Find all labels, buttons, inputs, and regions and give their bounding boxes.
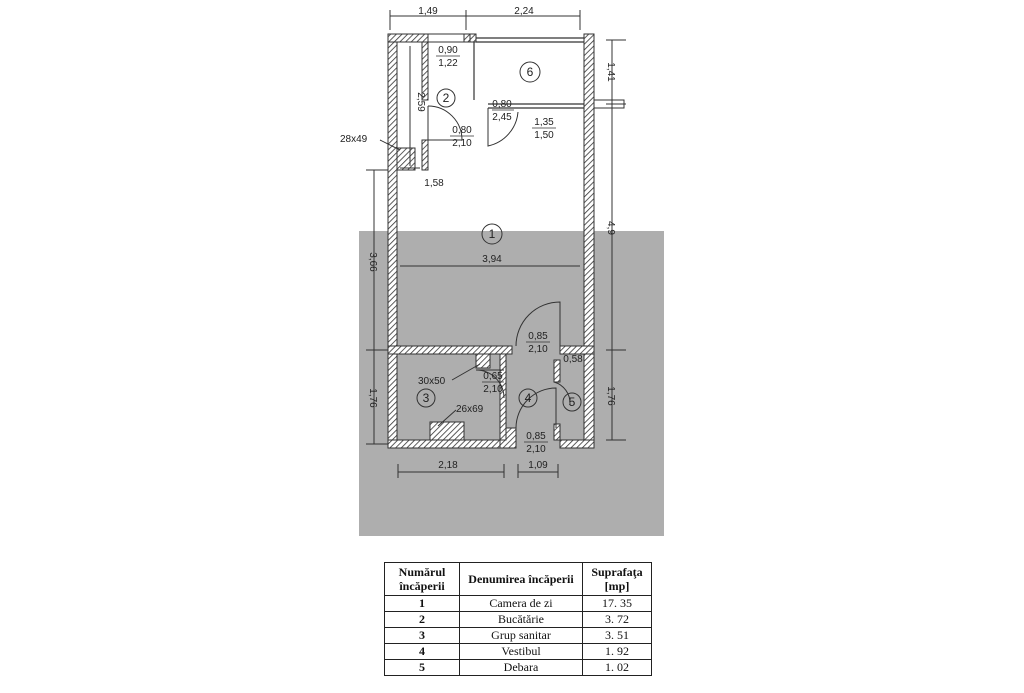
window-top-height: 1,22 bbox=[438, 58, 458, 69]
dimension-lines bbox=[366, 10, 626, 478]
room-number-cell: 1 bbox=[384, 595, 460, 612]
room-2-label: 2 bbox=[443, 91, 450, 105]
vent-bath2-label: 26x69 bbox=[456, 404, 484, 415]
table-row: 4 Vestibul 1. 92 bbox=[384, 643, 652, 660]
dim-side-block: 0,58 bbox=[563, 354, 583, 365]
balcony-outline bbox=[473, 37, 584, 109]
door-bath-height: 2,10 bbox=[483, 384, 503, 395]
room-area-cell: 3. 72 bbox=[582, 611, 652, 628]
dim-room2-height: 2,59 bbox=[415, 92, 426, 112]
room-area-cell: 3. 51 bbox=[582, 627, 652, 644]
door-room6-width: 0,80 bbox=[492, 99, 512, 110]
room-name-cell: Camera de zi bbox=[459, 595, 583, 612]
vent-left-label: 28x49 bbox=[340, 134, 368, 145]
doors bbox=[427, 105, 571, 429]
dim-right-top: 1,41 bbox=[605, 62, 616, 82]
room-2-marker bbox=[436, 88, 456, 108]
room-5-marker bbox=[562, 392, 582, 412]
table-row: 3 Grup sanitar 3. 51 bbox=[384, 627, 652, 644]
room-name-cell: Bucătărie bbox=[459, 611, 583, 628]
room-1-label: 1 bbox=[489, 227, 496, 241]
dim-left-main: 3,66 bbox=[367, 252, 378, 272]
rooms-table-header: Numărul încăperii Denumirea încăperii Su… bbox=[384, 562, 652, 596]
room-6-label: 6 bbox=[527, 65, 534, 79]
room-5-label: 5 bbox=[569, 395, 576, 409]
door-main-width: 0,85 bbox=[528, 331, 548, 342]
dim-right-main: 4,9 bbox=[605, 221, 616, 235]
room-3-marker bbox=[416, 388, 436, 408]
dim-bottom-left: 2,18 bbox=[438, 460, 458, 471]
vent-bath-label: 30x50 bbox=[418, 376, 446, 387]
dim-top-left: 1,49 bbox=[418, 6, 438, 17]
door-kitchen-height: 2,10 bbox=[452, 138, 472, 149]
table-row: 5 Debara 1. 02 bbox=[384, 659, 652, 676]
window-room6-height: 1,50 bbox=[534, 130, 554, 141]
header-room-area: Suprafaţa [mp] bbox=[582, 562, 652, 596]
table-row: 2 Bucătărie 3. 72 bbox=[384, 611, 652, 628]
room-1-marker bbox=[481, 223, 503, 245]
room-number-cell: 4 bbox=[384, 643, 460, 660]
window-room6-width: 1,35 bbox=[534, 117, 554, 128]
dim-room1-width: 3,94 bbox=[482, 254, 502, 265]
room-3-label: 3 bbox=[423, 391, 430, 405]
room-area-cell: 1. 92 bbox=[582, 643, 652, 660]
dim-room2-width: 1,58 bbox=[424, 178, 444, 189]
header-room-number: Numărul încăperii bbox=[384, 562, 460, 596]
door-room6-height: 2,45 bbox=[492, 112, 512, 123]
header-room-name: Denumirea încăperii bbox=[459, 562, 583, 596]
room-number-cell: 3 bbox=[384, 627, 460, 644]
walls bbox=[387, 33, 595, 449]
watermark-overlay bbox=[359, 231, 664, 536]
door-kitchen-width: 0,80 bbox=[452, 125, 472, 136]
door-entry-height: 2,10 bbox=[526, 444, 546, 455]
room-4-label: 4 bbox=[525, 391, 532, 405]
room-4-marker bbox=[518, 388, 538, 408]
door-bath-width: 0,65 bbox=[483, 371, 503, 382]
room-area-cell: 17. 35 bbox=[582, 595, 652, 612]
dim-bottom-right: 1,09 bbox=[528, 460, 548, 471]
room-name-cell: Vestibul bbox=[459, 643, 583, 660]
table-row: 1 Camera de zi 17. 35 bbox=[384, 595, 652, 612]
room-number-cell: 2 bbox=[384, 611, 460, 628]
door-main-height: 2,10 bbox=[528, 344, 548, 355]
room-6-marker bbox=[519, 61, 541, 83]
dim-left-bottom: 1,76 bbox=[367, 388, 378, 408]
room-area-cell: 1. 02 bbox=[582, 659, 652, 676]
room-markers bbox=[416, 61, 582, 412]
window-top-width: 0,90 bbox=[438, 45, 458, 56]
room-name-cell: Grup sanitar bbox=[459, 627, 583, 644]
room-number-cell: 5 bbox=[384, 659, 460, 676]
dim-right-bottom: 1,76 bbox=[605, 386, 616, 406]
opening-labels bbox=[436, 55, 556, 443]
rooms-table: Numărul încăperii Denumirea încăperii Su… bbox=[384, 562, 652, 676]
door-entry-width: 0,85 bbox=[526, 431, 546, 442]
room-name-cell: Debara bbox=[459, 659, 583, 676]
leader-lines bbox=[379, 139, 481, 427]
dim-top-right: 2,24 bbox=[514, 6, 534, 17]
